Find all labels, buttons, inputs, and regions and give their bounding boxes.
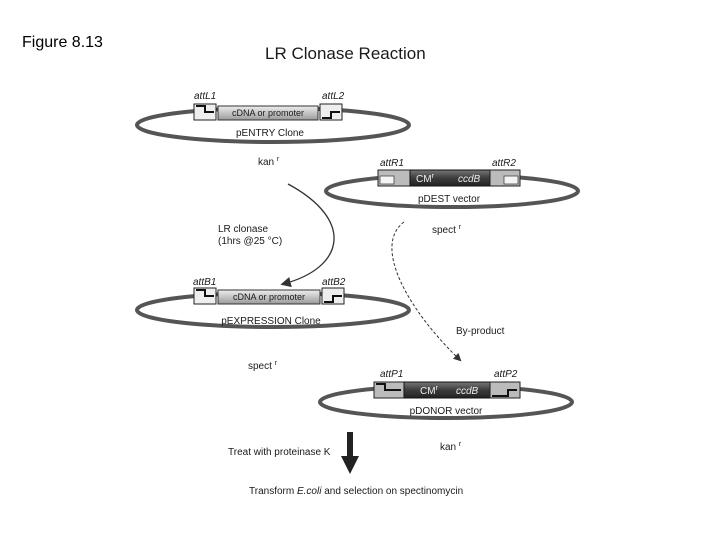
expression-site-right (321, 287, 345, 305)
expression-clone-name: pEXPRESSION Clone (221, 316, 321, 327)
donor-cassette-right-label: ccdB (456, 386, 479, 397)
expression-site-right-label: attB2 (322, 277, 346, 288)
reaction-arrow-main (280, 183, 335, 288)
treat-step-label: Treat with proteinase K (228, 447, 331, 458)
donor-site-right-label: attP2 (494, 369, 518, 380)
donor-site-left (373, 381, 405, 399)
expression-insert-label: cDNA or promoter (233, 292, 305, 302)
entry-clone-name: pENTRY Clone (236, 128, 304, 139)
dest-vector-name: pDEST vector (418, 194, 481, 205)
dest-site-right-label: attR2 (492, 158, 516, 169)
dest-cassette-right-label: ccdB (458, 174, 481, 185)
dest-site-right (489, 169, 521, 187)
byproduct-label: By-product (456, 326, 505, 337)
donor-vector-name: pDONOR vector (410, 406, 483, 417)
donor-marker: kan r (440, 441, 462, 453)
expression-site-left-label: attB1 (193, 277, 216, 288)
entry-insert-label: cDNA or promoter (232, 108, 304, 118)
entry-site-right-label: attL2 (322, 91, 345, 102)
donor-vector-plasmid: attP1 attP2 CMr ccdB pDONOR vector kan r (318, 369, 574, 453)
donor-site-left-label: attP1 (380, 369, 403, 380)
diagram-title: LR Clonase Reaction (265, 44, 426, 63)
entry-site-left-label: attL1 (194, 91, 216, 102)
reaction-conditions-label: (1hrs @25 °C) (218, 236, 282, 247)
entry-site-left (193, 103, 217, 121)
entry-insert (217, 105, 319, 121)
dest-site-left-label: attR1 (380, 158, 404, 169)
dest-site-left (377, 169, 411, 187)
dest-cassette-left-label: CMr (416, 173, 435, 185)
expression-insert (217, 289, 321, 305)
entry-clone-plasmid: attL1 attL2 cDNA or promoter pENTRY Clon… (135, 91, 411, 168)
down-arrow-icon (341, 432, 359, 474)
transform-step-label: Transform E.coli and selection on specti… (249, 486, 463, 497)
expression-marker: spect r (248, 360, 278, 372)
donor-site-right (489, 381, 521, 399)
dest-marker: spect r (432, 224, 462, 236)
entry-marker: kan r (258, 156, 280, 168)
reaction-enzyme-label: LR clonase (218, 224, 268, 235)
donor-cassette-left-label: CMr (420, 385, 439, 397)
byproduct-arrow (391, 221, 462, 362)
figure-label: Figure 8.13 (22, 34, 103, 51)
dest-vector-plasmid: attR1 attR2 CMr ccdB pDEST vector spect … (324, 158, 580, 236)
entry-site-right (319, 103, 343, 121)
expression-clone-plasmid: attB1 attB2 cDNA or promoter pEXPRESSION… (135, 277, 411, 372)
expression-site-left (193, 287, 217, 305)
